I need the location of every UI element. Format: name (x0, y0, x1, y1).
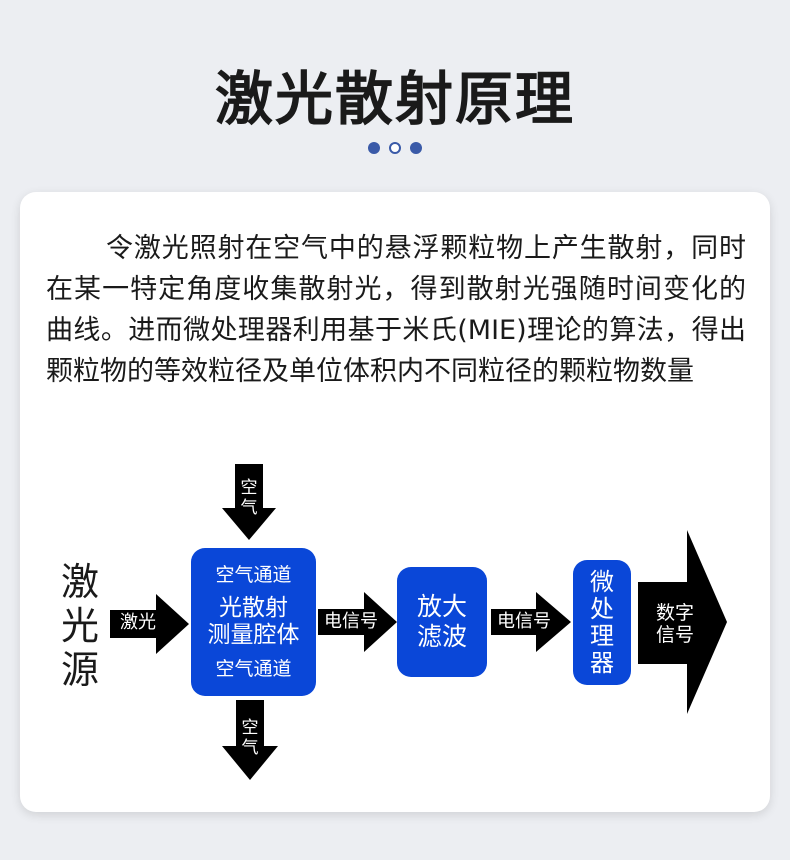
output-line1: 数字 (655, 602, 694, 624)
air-in-label: 空气 (240, 478, 258, 518)
air-in-arrow (222, 464, 276, 540)
laser-arrow (110, 594, 189, 654)
laser-source-label: 激光源 (60, 560, 99, 692)
amplifier-line1: 放大 (416, 592, 467, 621)
laser-label: 激光 (120, 612, 156, 633)
dot-indicator (389, 142, 401, 154)
digital-signal-label: 数字 信号 (650, 602, 700, 646)
dot-indicator (410, 142, 422, 154)
output-line2: 信号 (655, 624, 694, 646)
amplifier-line2: 滤波 (416, 622, 467, 651)
air-out-arrow (222, 700, 278, 780)
microprocessor-label: 微处理器 (590, 567, 614, 677)
page-title: 激光散射原理 (214, 65, 575, 133)
microprocessor-box: 微处理器 (573, 560, 631, 685)
dot-indicator (368, 142, 380, 154)
content-card (20, 192, 770, 812)
signal-arrow-2 (491, 592, 571, 652)
chamber-title-line2: 测量腔体 (207, 622, 300, 648)
description-text: 令激光照射在空气中的悬浮颗粒物上产生散射，同时在某一特定角度收集散射光，得到散射… (46, 233, 746, 387)
chamber-title-line1: 光散射 (219, 595, 288, 621)
measurement-chamber-box: 空气通道 光散射 测量腔体 空气通道 (191, 548, 316, 696)
signal-label-2: 电信号 (497, 611, 551, 632)
amplifier-filter-box: 放大 滤波 (397, 567, 487, 677)
signal-label-1: 电信号 (324, 611, 378, 632)
air-out-label: 空气 (241, 718, 259, 758)
air-channel-bottom-label: 空气通道 (215, 658, 292, 680)
signal-arrow-1 (318, 592, 397, 652)
output-arrow (638, 530, 727, 714)
pagination-dots (0, 142, 790, 154)
air-channel-top-label: 空气通道 (215, 564, 292, 586)
